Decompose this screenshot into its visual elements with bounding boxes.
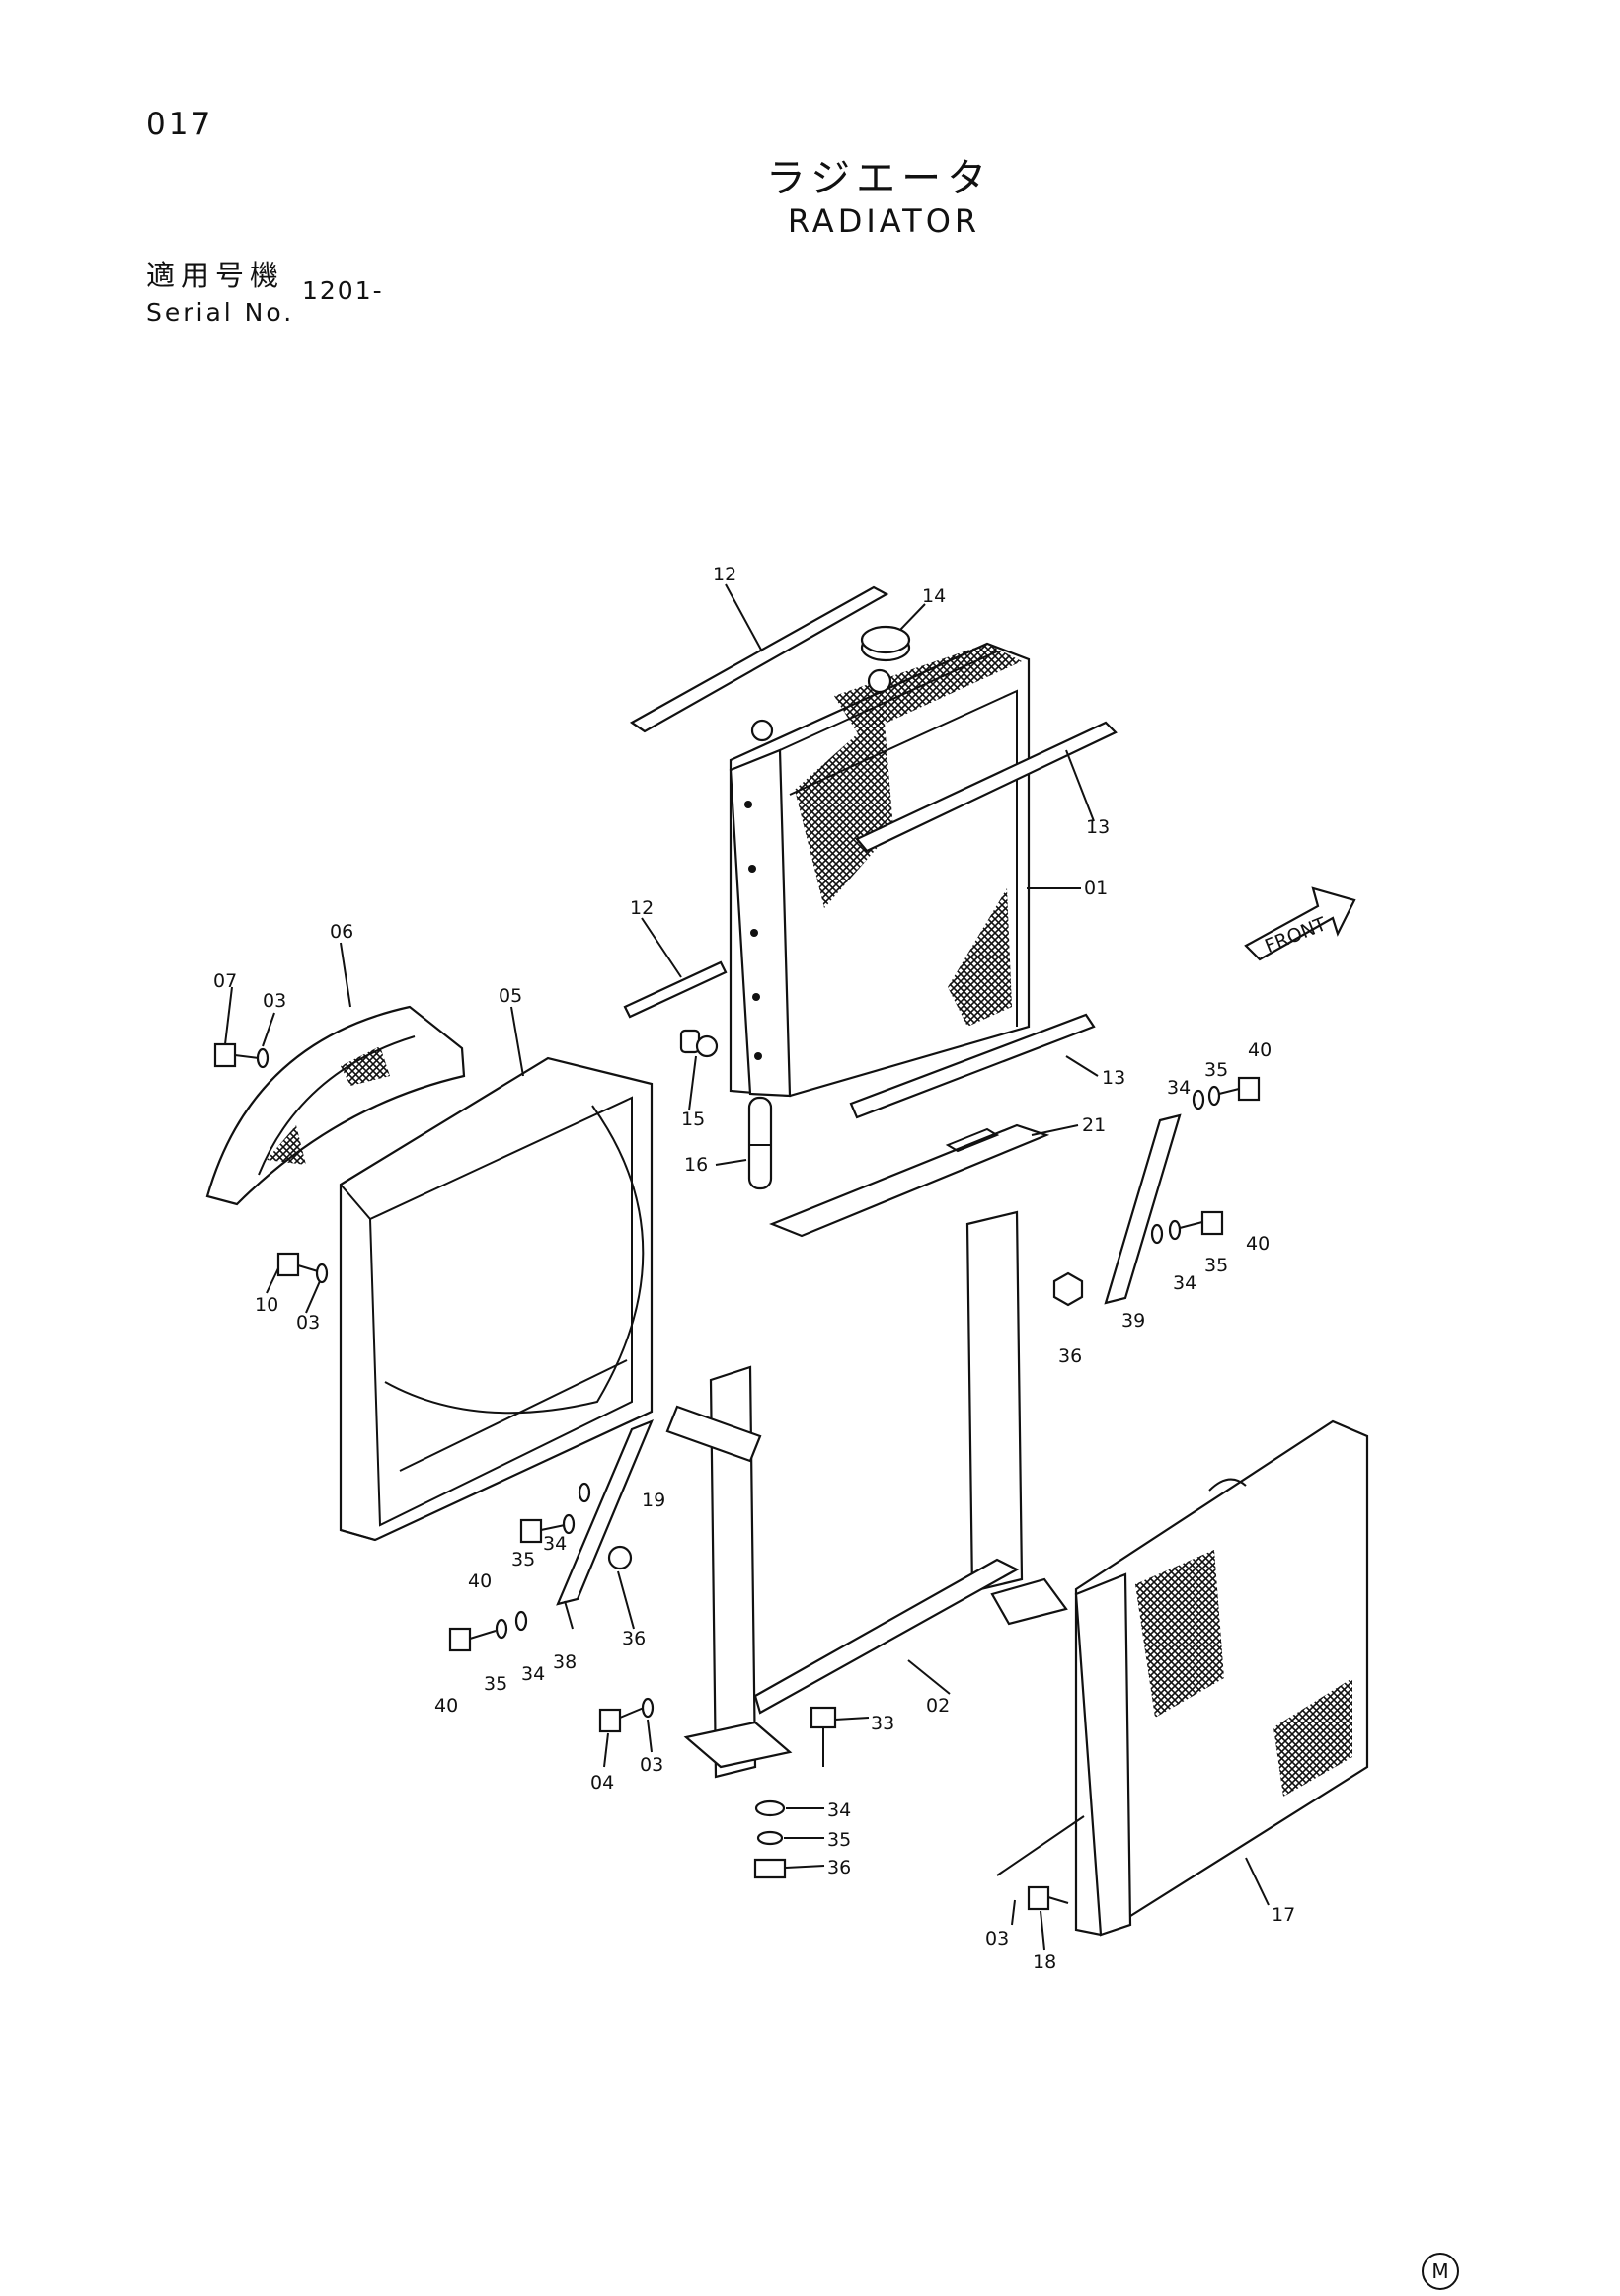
callout-03-cooler: 03 <box>985 1928 1009 1950</box>
serial-number-value: 1201- <box>302 276 384 305</box>
callout-34-right-upper: 34 <box>1167 1077 1191 1099</box>
callout-33: 33 <box>871 1713 894 1734</box>
stay-39 <box>1104 1113 1182 1305</box>
callout-34-right-lower: 34 <box>1173 1272 1196 1294</box>
callout-39: 39 <box>1121 1310 1145 1332</box>
callout-35-right-upper: 35 <box>1204 1059 1228 1081</box>
radiator-support-frame <box>683 1210 1068 1779</box>
seal-strip-right-lower <box>849 1013 1096 1119</box>
title-english: RADIATOR <box>787 202 981 240</box>
bracket-19 <box>665 1405 762 1463</box>
bolt-40-left-upper <box>519 1482 633 1570</box>
callout-17: 17 <box>1272 1904 1295 1926</box>
callout-labels: 12 14 01 13 12 13 21 16 15 05 06 07 03 1… <box>213 564 1295 1973</box>
seal-strip-top <box>629 585 889 733</box>
callout-02: 02 <box>926 1695 950 1717</box>
callout-01: 01 <box>1084 878 1108 899</box>
leader-lines <box>224 583 1270 1951</box>
callout-13-lower: 13 <box>1102 1067 1125 1089</box>
callout-03-bottom: 03 <box>640 1754 663 1776</box>
serial-label-japanese: 適用号機 <box>146 259 285 292</box>
callout-35-stack: 35 <box>827 1829 851 1851</box>
manufacturer-mark: M <box>1422 2253 1459 2290</box>
callout-03-top: 03 <box>263 990 286 1012</box>
callout-34-left-lower: 34 <box>521 1663 545 1685</box>
bolt-07 <box>213 1042 270 1069</box>
bolt-40-right-upper <box>1192 1076 1261 1110</box>
fan-guard <box>205 1005 466 1206</box>
radiator-hose <box>747 1096 773 1190</box>
serial-label-english: Serial No. <box>146 298 295 327</box>
callout-04: 04 <box>590 1772 614 1794</box>
seal-strip-left-middle <box>623 960 728 1019</box>
cover-plate <box>769 1123 1050 1238</box>
bolt-40-left-lower <box>448 1610 528 1652</box>
bolt-04 <box>598 1697 655 1733</box>
bolt-40-right-lower <box>1052 1210 1224 1307</box>
callout-36-right: 36 <box>1058 1345 1082 1367</box>
callout-35-left-upper: 35 <box>511 1549 535 1570</box>
bolt-10 <box>276 1252 329 1284</box>
callout-03-left: 03 <box>296 1312 320 1334</box>
fan-shroud <box>339 1056 654 1542</box>
callout-21: 21 <box>1082 1114 1106 1136</box>
callout-16: 16 <box>684 1154 708 1176</box>
callout-13-upper: 13 <box>1086 816 1110 838</box>
callout-36-left: 36 <box>622 1628 646 1649</box>
radiator-cap <box>860 625 911 662</box>
callout-05: 05 <box>499 985 522 1007</box>
callout-07: 07 <box>213 970 237 992</box>
callout-36-stack: 36 <box>827 1857 851 1878</box>
washer-nut-stack <box>753 1799 787 1879</box>
callout-35-left-lower: 35 <box>484 1673 507 1695</box>
bolt-33 <box>810 1706 837 1767</box>
callout-38: 38 <box>553 1651 577 1673</box>
callout-40-right-lower: 40 <box>1246 1233 1270 1255</box>
callout-10: 10 <box>255 1294 278 1316</box>
bolt-18 <box>1027 1885 1069 1911</box>
radiator-core <box>729 642 1031 1098</box>
seal-strip-right-upper <box>855 721 1118 853</box>
callout-15: 15 <box>681 1109 705 1130</box>
callout-35-right-lower: 35 <box>1204 1255 1228 1276</box>
callout-12-middle: 12 <box>630 897 654 919</box>
callout-19: 19 <box>642 1490 665 1511</box>
page-number: 017 <box>146 107 214 142</box>
callout-40-left-upper: 40 <box>468 1570 492 1592</box>
callout-40-right-upper: 40 <box>1248 1039 1272 1061</box>
callout-18: 18 <box>1033 1952 1056 1973</box>
oil-cooler <box>1074 1419 1369 1937</box>
title-japanese: ラジエータ <box>765 156 993 201</box>
stay-38 <box>556 1419 655 1606</box>
front-arrow: FRONT <box>1244 886 1356 961</box>
callout-12-top: 12 <box>713 564 736 585</box>
callout-34-stack: 34 <box>827 1799 851 1821</box>
callout-06: 06 <box>330 921 353 943</box>
callout-40-left-lower: 40 <box>434 1695 458 1717</box>
callout-14: 14 <box>922 585 946 607</box>
drain-cock <box>679 1029 719 1058</box>
callout-34-left-upper: 34 <box>543 1533 567 1555</box>
